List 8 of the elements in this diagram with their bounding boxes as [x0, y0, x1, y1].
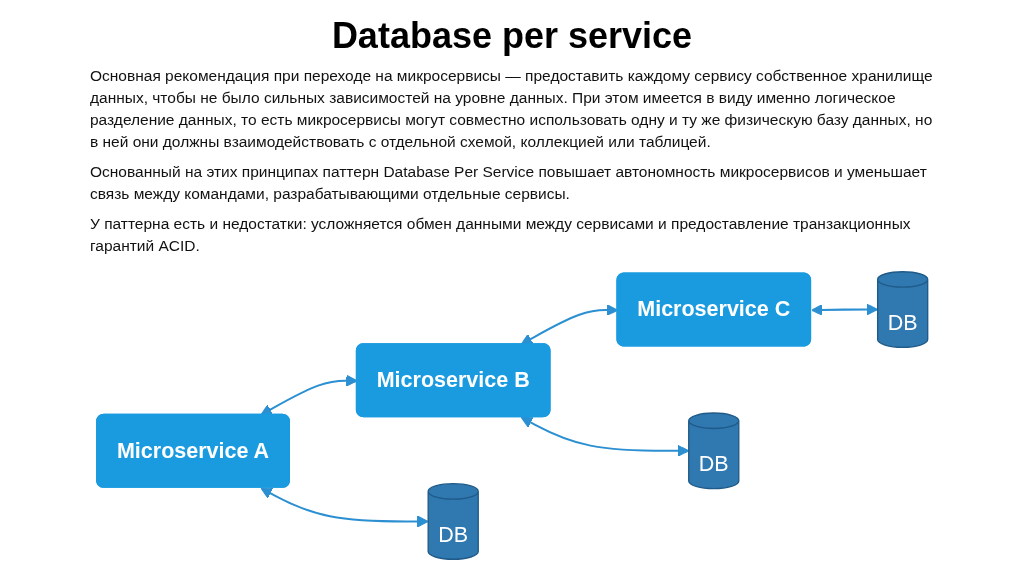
title: Database per service: [330, 15, 694, 57]
arrow: [260, 487, 429, 528]
paragraph: Основанный на этих принципах паттерн Database Per Service повышает автономность микросервисов и уменьшает связь между командами, разрабатывающими отдельные сервисы.: [90, 162, 928, 204]
arrow: [520, 416, 690, 457]
diagram: Microservice A Microservice B Microservice C DB DB DB: [85, 261, 939, 570]
paragraph: Основная рекомендация при переходе на микросервисы — предоставить каждому сервису собственное хранилище данных, чтобы не было сильных зависимостей на уровне данных. При этом имеется в виду именно логическое разделение данных, то есть микросервисы могут совместно использовать одну и ту же физическую базу данных, но в ней они должны взаимодействовать с отдельной схемой, коллекцией или таблицей.: [90, 66, 934, 152]
arrow: [810, 303, 878, 316]
paragraph: У паттерна есть и недостатки: усложняется обмен данными между сервисами и предоставление транзакционных гарантий ACID.: [90, 214, 912, 256]
